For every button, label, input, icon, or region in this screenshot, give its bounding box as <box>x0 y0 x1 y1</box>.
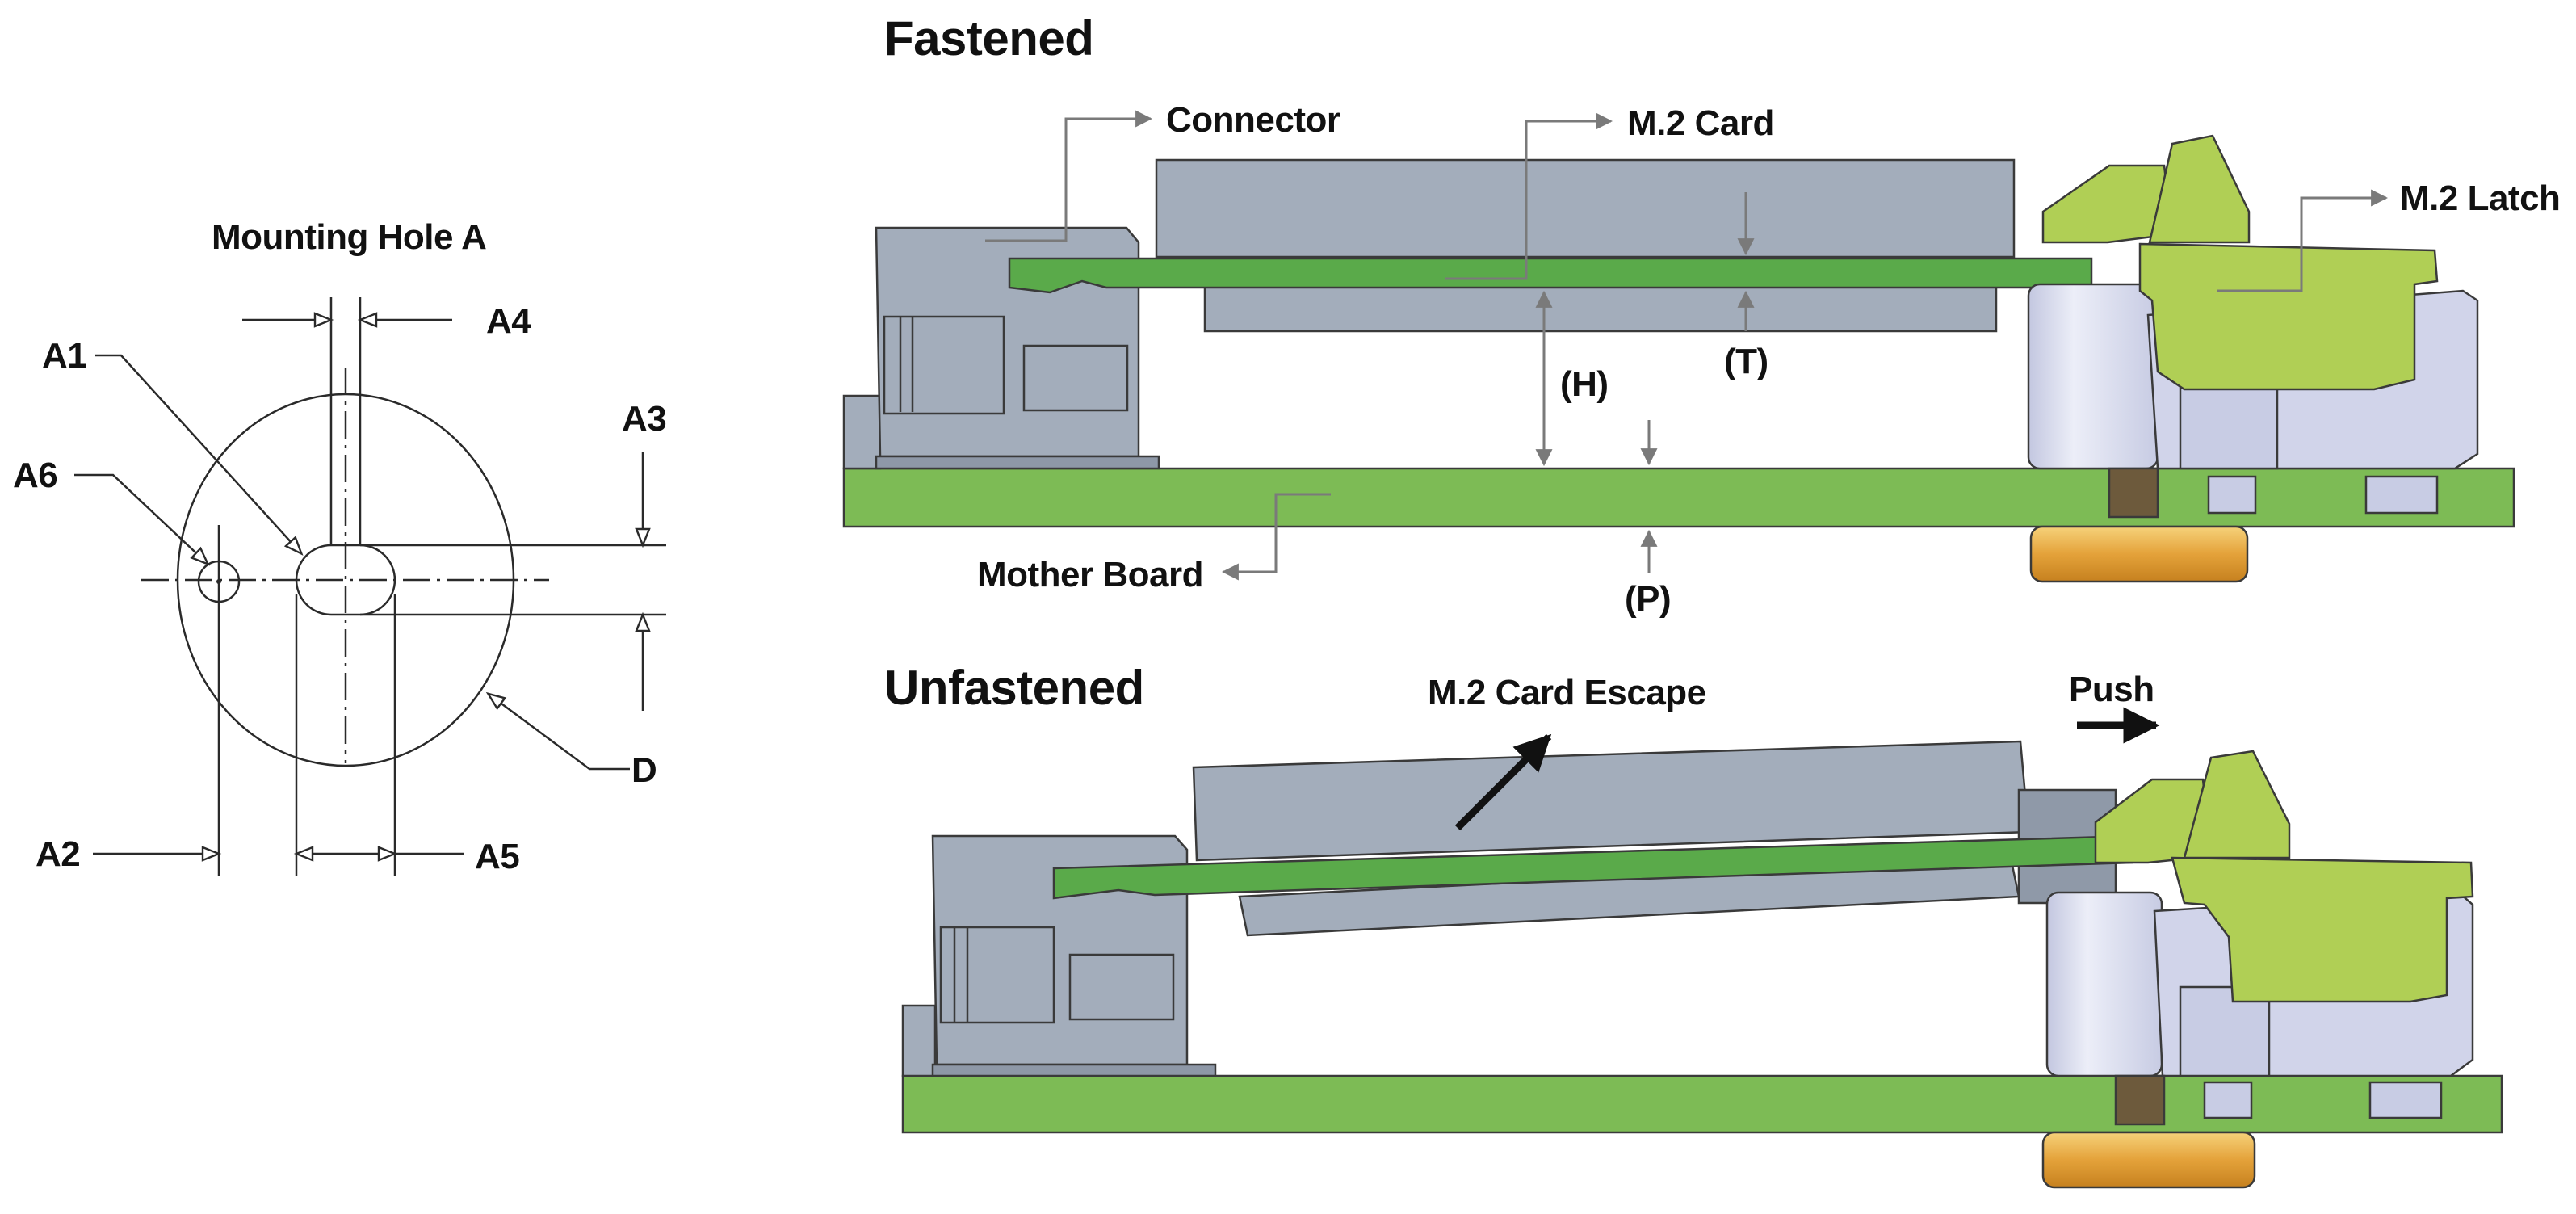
m2-latch-body-2 <box>2171 856 2474 1003</box>
fastened-title: Fastened <box>884 11 1093 65</box>
label-push: Push <box>2069 670 2154 709</box>
label-h: (H) <box>1560 364 1609 404</box>
unfastened-view: Unfastened <box>884 661 2503 1189</box>
a1-leader <box>95 354 304 556</box>
label-m2-latch: M.2 Latch <box>2400 179 2560 218</box>
label-d: D <box>631 750 657 790</box>
m2-card-chip-top <box>1155 158 2016 258</box>
label-a1: A1 <box>42 336 86 376</box>
mounting-hole-drawing: Mounting Hole A A4 A3 A5 A2 A1 <box>13 217 667 876</box>
latch-housing-step <box>2179 378 2279 470</box>
label-m2-card: M.2 Card <box>1627 103 1774 143</box>
label-a2: A2 <box>36 834 80 874</box>
screw-head-2 <box>2364 475 2439 515</box>
gold-nut-2 <box>2041 1131 2256 1189</box>
label-escape: M.2 Card Escape <box>1428 673 1706 712</box>
m2-card-chip-bottom <box>1203 283 1998 333</box>
spring <box>2108 467 2159 519</box>
unfastened-title: Unfastened <box>884 661 1144 715</box>
label-a6: A6 <box>13 456 57 495</box>
screw-head-1 <box>2207 475 2257 515</box>
screw-head-4 <box>2368 1081 2443 1119</box>
latch-top-tab <box>2148 134 2251 244</box>
mother-board <box>842 467 2515 528</box>
label-t: (T) <box>1724 342 1768 381</box>
d-leader <box>485 691 630 771</box>
spring-2 <box>2114 1074 2166 1126</box>
connector-leader <box>985 110 1153 242</box>
mother-board-2 <box>901 1074 2503 1134</box>
mother-board-leader <box>1221 493 1331 581</box>
label-a4: A4 <box>486 301 531 341</box>
m2-card-pcb <box>1008 257 2093 294</box>
standoff-body-2 <box>2045 891 2163 1077</box>
connector-2 <box>931 834 1217 1077</box>
label-connector: Connector <box>1166 100 1340 140</box>
escape-arrow <box>1454 733 1552 831</box>
m2-latch-leader <box>2217 189 2389 292</box>
left-board-component <box>842 394 882 470</box>
m2-latch-body <box>2138 242 2439 391</box>
fastened-view: Fastened Connect <box>842 11 2561 619</box>
oval-slot <box>295 544 396 616</box>
a6-leader <box>74 473 210 566</box>
m2-card-leader <box>1445 112 1613 280</box>
left-board-component-2 <box>901 1004 937 1077</box>
mounting-hole-title: Mounting Hole A <box>212 217 486 257</box>
label-p: (P) <box>1625 579 1671 619</box>
latch-top-tab-2 <box>2183 750 2291 859</box>
label-a5: A5 <box>475 837 519 876</box>
standoff-body <box>2027 283 2159 470</box>
label-mother-board: Mother Board <box>977 555 1203 594</box>
screw-head-3 <box>2203 1081 2253 1119</box>
label-a3: A3 <box>622 399 666 439</box>
gold-nut <box>2029 525 2249 583</box>
